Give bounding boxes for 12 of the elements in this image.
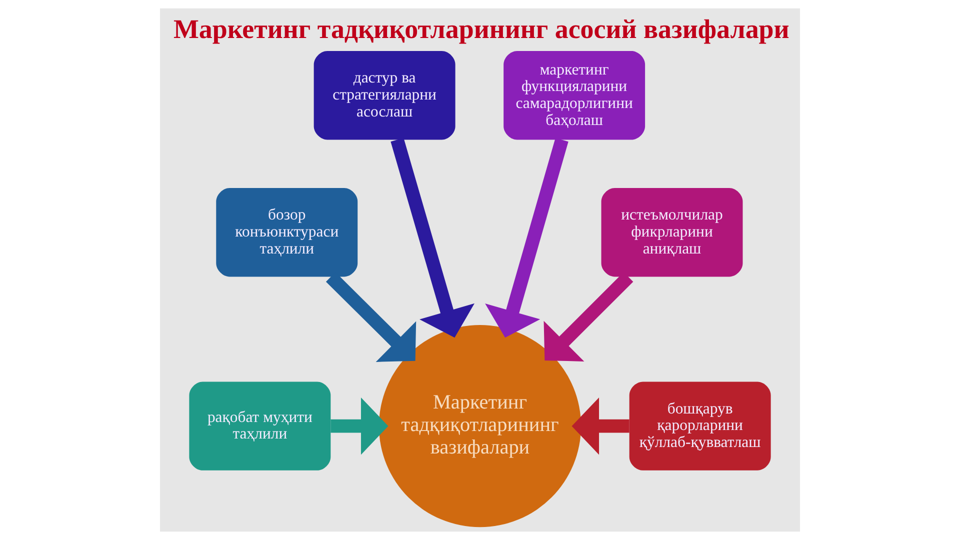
- node-box: бозор конъюнктураси таҳлили: [216, 188, 358, 277]
- node-box: бошқарув қарорларини қўллаб-қувватлаш: [629, 382, 771, 470]
- node-box: маркетинг функцияларини самарадорлигини баҳолаш: [504, 51, 646, 140]
- node-box: дастур ва стратегияларни асослаш: [314, 51, 456, 140]
- arrow: [485, 138, 568, 338]
- arrow: [390, 138, 474, 338]
- node-circle: Маркетинг тадқиқотларининг вазифалари: [378, 325, 582, 528]
- node-box: рақобат муҳити таҳлили: [189, 382, 331, 470]
- diagram-title: Маркетинг тадқиқотларининг асосий вазифалари: [173, 14, 790, 44]
- arrow: [572, 397, 630, 455]
- arrow: [330, 397, 388, 455]
- node-box: истеъмолчилар фикрларини аниқлаш: [601, 188, 743, 277]
